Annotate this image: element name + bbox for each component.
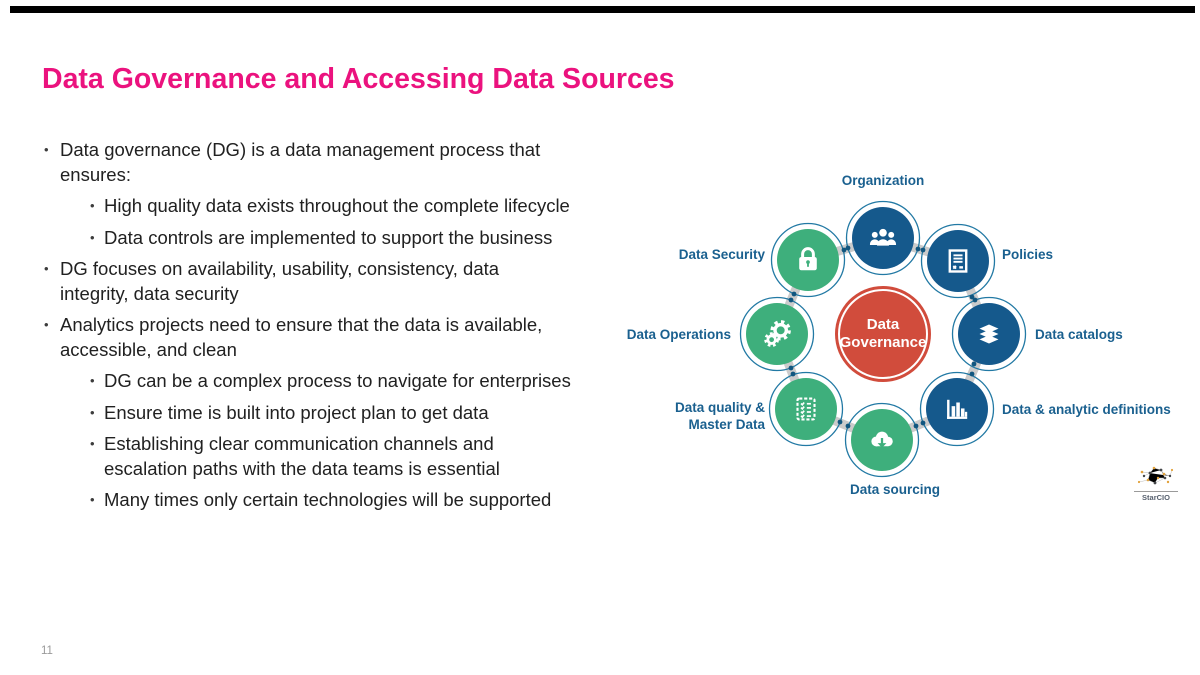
padlock-icon [799, 247, 817, 271]
diagram-node-data-catalogs [958, 303, 1020, 365]
node-label-policies: Policies [1002, 247, 1054, 262]
node-label-data-catalogs: Data catalogs [1035, 327, 1123, 342]
diagram-node-data-operations [746, 303, 808, 365]
node-label-data-sourcing: Data sourcing [849, 482, 941, 497]
node-label-organization: Organization [841, 173, 925, 188]
list-item: DG focuses on availability, usability, c… [42, 257, 632, 306]
diagram-node-data-quality-master-data [775, 378, 837, 440]
diagram-node-data-governance: Data Governance [835, 286, 931, 382]
cloud-download-icon [871, 431, 893, 448]
list-item: Establishing clear communication channel… [42, 432, 632, 481]
node-label-data-security: Data Security [678, 247, 765, 262]
diagram-node-organization [852, 207, 914, 269]
list-item: Analytics projects need to ensure that t… [42, 313, 632, 362]
starcio-logo: StarCIO [1134, 464, 1178, 502]
books-stack-icon [979, 324, 999, 344]
list-item: Data governance (DG) is a data managemen… [42, 138, 632, 187]
node-label-data-analytic-definitions: Data & analytic definitions [1002, 402, 1171, 417]
diagram-node-policies [927, 230, 989, 292]
constellation-icon [1137, 466, 1174, 485]
list-item: Ensure time is built into project plan t… [42, 401, 632, 426]
checklist-icon [796, 397, 816, 421]
page-number: 11 [41, 645, 53, 657]
list-item: DG can be a complex process to navigate … [42, 369, 632, 394]
data-governance-diagram: Data Governance [620, 160, 1190, 520]
top-rule [10, 6, 1195, 13]
people-icon [869, 228, 897, 246]
list-item: Data controls are implemented to support… [42, 226, 632, 251]
bullet-list: Data governance (DG) is a data managemen… [42, 138, 632, 520]
center-node-label: Data Governance [839, 316, 927, 351]
policy-document-icon [948, 249, 968, 273]
bar-chart-icon [947, 399, 968, 419]
node-label-data-operations: Data Operations [626, 327, 731, 342]
starcio-logo-text: StarCIO [1134, 491, 1178, 502]
diagram-node-data-sourcing [851, 409, 913, 471]
diagram-node-data-security [777, 229, 839, 291]
list-item: High quality data exists throughout the … [42, 194, 632, 219]
list-item: Many times only certain technologies wil… [42, 488, 632, 513]
diagram-node-data-analytic-definitions [926, 378, 988, 440]
gears-icon [764, 320, 791, 348]
node-label-data-quality-master-data: Data quality & Master Data [674, 400, 765, 432]
page-title: Data Governance and Accessing Data Sourc… [42, 63, 675, 96]
